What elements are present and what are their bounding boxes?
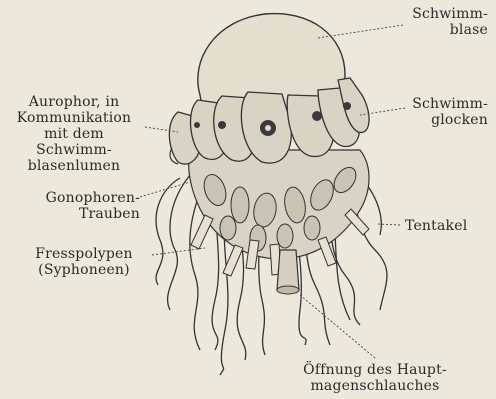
label-gonophoren: Gonophoren- Trauben [46,190,140,222]
polyp-cluster [189,150,369,294]
label-schwimmblase: Schwimm- blase [412,6,488,38]
main-stomach-tube [277,250,299,290]
label-tentakel: Tentakel [405,218,467,234]
label-oeffnung: Öffnung des Haupt- magenschlauches [290,362,460,394]
tentacle [168,175,190,310]
label-aurophor: Aurophor, in Kommunikation mit dem Schwi… [4,94,144,174]
label-schwimmglocken: Schwimm- glocken [412,96,488,128]
label-fresspolypen: Fresspolypen (Syphoneen) [14,246,154,278]
